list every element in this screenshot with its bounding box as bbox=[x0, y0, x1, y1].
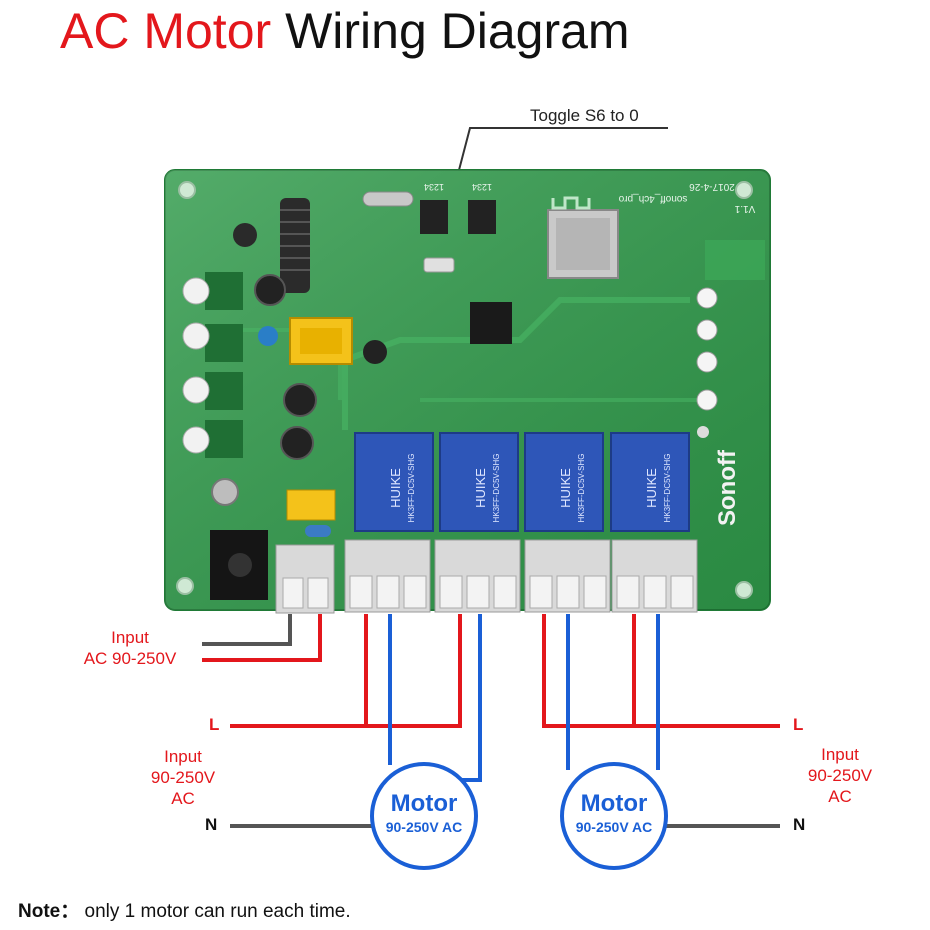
toggle-callout-label: Toggle S6 to 0 bbox=[530, 106, 639, 125]
title-part-1: AC Motor bbox=[60, 3, 272, 59]
relay-brand: HUIKE bbox=[644, 468, 659, 508]
input-top-line1: Input bbox=[111, 628, 149, 647]
status-leds bbox=[696, 287, 718, 438]
relay-model: HK3FF-DC5V-SHG bbox=[492, 454, 501, 523]
motor-2 bbox=[560, 762, 668, 870]
transformer bbox=[289, 317, 353, 365]
left-live-letter: L bbox=[209, 715, 220, 734]
footnote: Note： only 1 motor can run each time. bbox=[18, 896, 351, 923]
terminal-blocks bbox=[275, 539, 698, 614]
motor-2-rating: 90-250V AC bbox=[575, 819, 653, 835]
mount-hole bbox=[176, 577, 194, 595]
relay-1: HUIKE HK3FF-DC5V-SHG bbox=[354, 432, 434, 532]
relay-model: HK3FF-DC5V-SHG bbox=[407, 454, 416, 523]
board-model: sonoff_4ch_pro bbox=[618, 193, 687, 204]
input-left-line1: Input bbox=[164, 747, 202, 766]
brand-logo: Sonoff bbox=[714, 449, 741, 526]
board-version: V1.1 bbox=[734, 203, 755, 214]
wifi-module bbox=[547, 196, 619, 279]
input-right-line3: AC bbox=[828, 787, 852, 806]
dc-power-jack bbox=[210, 530, 268, 600]
left-push-buttons bbox=[182, 272, 243, 458]
motor1-wire-b bbox=[462, 614, 482, 782]
relay-brand: HUIKE bbox=[388, 468, 403, 508]
board-date: 2017-4-26 bbox=[689, 181, 735, 192]
relays: HUIKE HK3FF-DC5V-SHG HUIKE HK3FF-DC5V-SH… bbox=[354, 432, 690, 532]
page-title: AC Motor Wiring Diagram bbox=[60, 0, 630, 62]
mcu-chip bbox=[470, 302, 512, 344]
motor-1-label: Motor 90-250V AC bbox=[372, 790, 476, 836]
input-right-line1: Input bbox=[821, 745, 859, 764]
input-left-line2: 90-250V bbox=[150, 768, 216, 787]
terminal-block-ch4 bbox=[611, 539, 698, 613]
input-left-line3: AC bbox=[171, 789, 195, 808]
input-label-top: Input AC 90-250V bbox=[70, 627, 190, 669]
terminal-block-power bbox=[275, 544, 335, 614]
dip-label: 1234 bbox=[472, 182, 492, 192]
mount-hole bbox=[178, 181, 196, 199]
input-top-line2: AC 90-250V bbox=[83, 649, 177, 668]
note-label: Note： bbox=[18, 901, 80, 922]
title-part-2: Wiring Diagram bbox=[285, 3, 630, 59]
antenna-coil bbox=[280, 198, 310, 293]
right-neutral-letter: N bbox=[793, 815, 806, 834]
input-right-line2: 90-250V bbox=[807, 766, 873, 785]
motor-1-rating: 90-250V AC bbox=[385, 819, 463, 835]
relay-4: HUIKE HK3FF-DC5V-SHG bbox=[610, 432, 690, 532]
terminal-block-ch2 bbox=[434, 539, 521, 613]
dip-switch-s6 bbox=[420, 200, 496, 273]
left-neutral-letter: N bbox=[205, 815, 218, 834]
mount-hole bbox=[735, 581, 753, 599]
relay-brand: HUIKE bbox=[558, 468, 573, 508]
motor-2-label: Motor 90-250V AC bbox=[562, 790, 666, 836]
input-label-right: Input 90-250V AC bbox=[785, 744, 895, 807]
input-neutral-wire bbox=[202, 614, 292, 646]
input-live-wire bbox=[202, 614, 322, 662]
relay-2: HUIKE HK3FF-DC5V-SHG bbox=[439, 432, 519, 532]
mount-hole bbox=[735, 181, 753, 199]
board-silkscreen: Sonoff sonoff_4ch_pro 2017-4-26 V1.1 123… bbox=[424, 181, 755, 526]
dip-label: 1234 bbox=[424, 182, 444, 192]
relay-3: HUIKE HK3FF-DC5V-SHG bbox=[524, 432, 604, 532]
left-live-bus bbox=[230, 614, 462, 728]
relay-model: HK3FF-DC5V-SHG bbox=[663, 454, 672, 523]
input-label-left: Input 90-250V AC bbox=[128, 746, 238, 809]
right-live-bus bbox=[542, 614, 780, 728]
wires bbox=[202, 614, 780, 828]
relay-brand: HUIKE bbox=[473, 468, 488, 508]
terminal-block-ch1 bbox=[344, 539, 431, 613]
terminal-block-ch3 bbox=[524, 539, 611, 613]
motor-2-name: Motor bbox=[580, 790, 648, 817]
film-capacitor bbox=[286, 489, 336, 537]
crystal-oscillator bbox=[362, 191, 414, 207]
capacitors bbox=[211, 223, 387, 506]
note-text: only 1 motor can run each time. bbox=[84, 901, 351, 922]
motor-1-name: Motor bbox=[390, 790, 458, 817]
relay-model: HK3FF-DC5V-SHG bbox=[577, 454, 586, 523]
right-live-letter: L bbox=[793, 715, 804, 734]
motor-1 bbox=[370, 762, 478, 870]
